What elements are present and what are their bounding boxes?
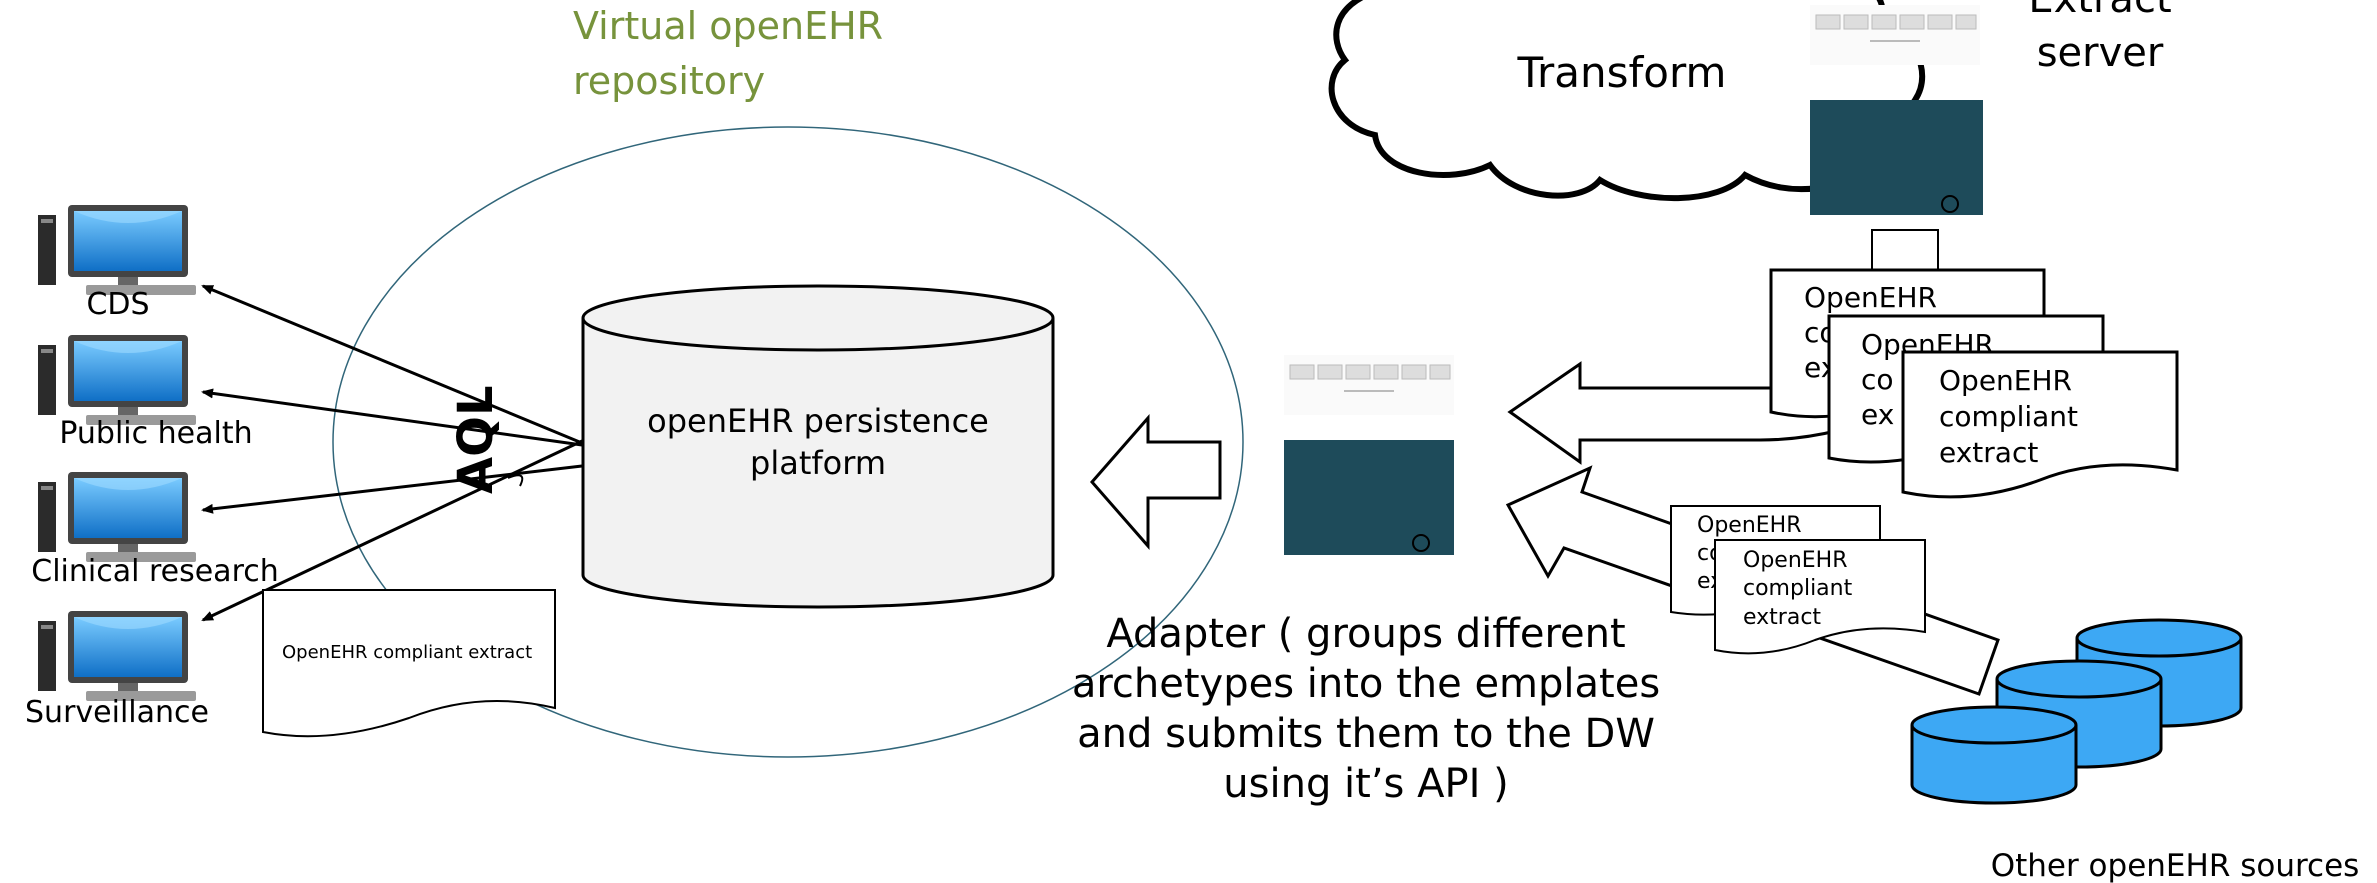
computer-icon — [38, 611, 196, 701]
computer-icon — [38, 205, 196, 295]
transform-label: Transform — [1517, 48, 1727, 97]
extract-doc-front: OpenEHR compliant extract — [1901, 350, 2179, 499]
computer-label: CDS — [86, 287, 149, 322]
server-indicator — [1941, 195, 1959, 213]
doc-text: OpenEHR — [1697, 513, 1802, 538]
repository-title-line2: repository — [573, 59, 765, 103]
doc-text: OpenEHR — [1804, 281, 1937, 314]
server-indicator — [1412, 534, 1430, 552]
transform-cloud: Transform — [1328, 0, 1926, 202]
extract-server-line1: Extract — [2028, 0, 2171, 22]
computer-icon — [38, 472, 196, 562]
doc-text: extract — [1743, 605, 1821, 630]
source-doc-front: OpenEHR compliant extract — [1714, 539, 1926, 655]
aql-connector — [507, 474, 524, 487]
computer-public-health: Public health — [38, 335, 253, 451]
persistence-label-line2: platform — [750, 444, 886, 482]
computer-surveillance: Surveillance — [25, 611, 209, 730]
source-database-1 — [1910, 705, 2078, 805]
arrow-to-cds — [201, 284, 583, 445]
adapter-server — [1283, 354, 1455, 555]
doc-text: ex — [1861, 398, 1894, 431]
adapter-line2: archetypes into the emplates — [1072, 661, 1660, 707]
repository-boundary — [332, 126, 1244, 758]
computer-clinical-research: Clinical research — [31, 472, 279, 589]
repository-title-line1: Virtual openEHR — [573, 4, 883, 48]
doc-text: co — [1861, 363, 1894, 396]
doc-text: compliant — [1743, 576, 1853, 601]
persistence-label-line1: openEHR persistence — [647, 402, 989, 440]
doc-text: OpenEHR — [1743, 548, 1848, 573]
persistence-platform-cylinder: openEHR persistence platform — [581, 284, 1055, 609]
arrow-to-public-health — [201, 388, 583, 447]
doc-text: extract — [1939, 436, 2038, 469]
computer-label: Clinical research — [31, 554, 279, 589]
doc-text: compliant — [1939, 400, 2078, 433]
left-extract-document: OpenEHR compliant extract — [262, 589, 556, 738]
other-sources-label: Other openEHR sources — [1991, 848, 2360, 883]
computer-icon — [38, 335, 196, 425]
server-stand — [1871, 229, 1939, 271]
computer-label: Public health — [59, 416, 252, 451]
server-header-icon — [1809, 4, 1981, 66]
server-screen — [1284, 440, 1454, 555]
left-extract-text: OpenEHR compliant extract — [282, 642, 532, 663]
doc-text: OpenEHR — [1939, 364, 2072, 397]
computer-cds: CDS — [38, 205, 196, 322]
adapter-line3: and submits them to the DW — [1077, 711, 1655, 757]
extract-server-line2: server — [2037, 30, 2164, 76]
arrow-to-clinical-research — [201, 464, 583, 514]
computer-label: Surveillance — [25, 695, 209, 730]
arrow-into-platform — [1090, 414, 1222, 550]
server-header-icon — [1283, 354, 1455, 416]
adapter-line4: using it’s API ) — [1223, 761, 1508, 807]
extract-server — [1809, 4, 1983, 271]
server-screen — [1810, 100, 1983, 215]
adapter-line1: Adapter ( groups different — [1106, 611, 1625, 657]
